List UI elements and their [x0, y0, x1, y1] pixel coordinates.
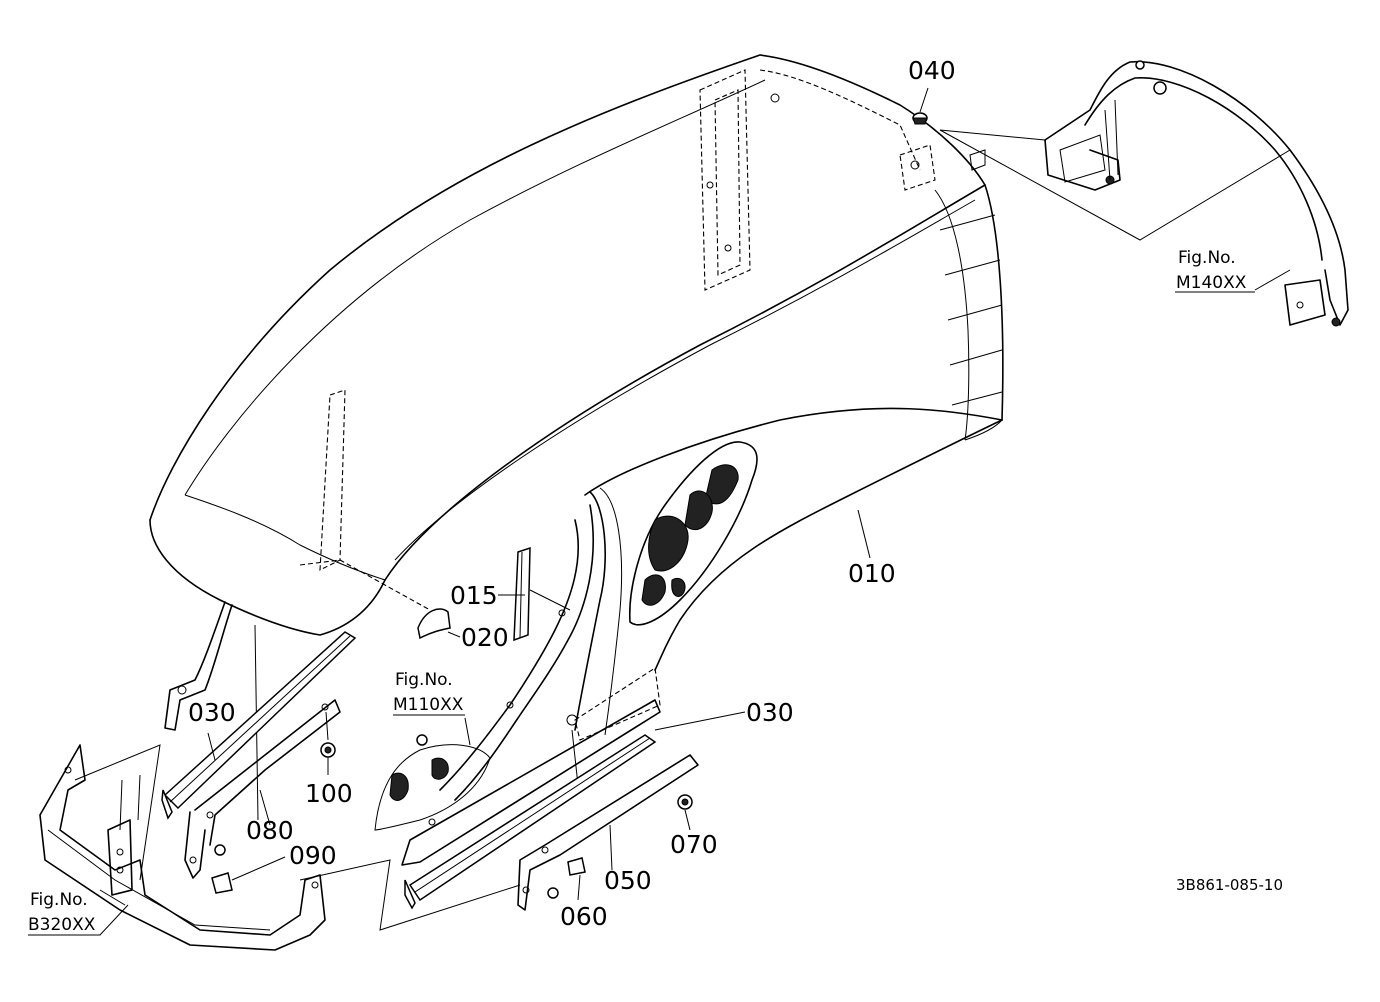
bracket-050	[401, 699, 699, 911]
reference-lines	[74, 129, 1291, 931]
rail-030-left	[161, 631, 357, 820]
bolt-090	[211, 844, 233, 894]
bonnet-hood	[149, 54, 1004, 736]
rail-030-right	[404, 734, 657, 910]
label-030-right: 030	[746, 698, 794, 727]
rear-hinge-frame	[1044, 60, 1349, 327]
inner-frame-rear	[299, 69, 921, 611]
label-040: 040	[908, 56, 956, 85]
label-030-left: 030	[188, 698, 236, 727]
bolt-060	[547, 857, 586, 899]
label-090: 090	[289, 841, 337, 870]
drawing-code: 3B861-085-10	[1176, 876, 1283, 894]
label-080: 080	[246, 816, 294, 845]
label-100: 100	[305, 779, 353, 808]
bracket-080	[184, 699, 341, 879]
bolt-100	[320, 711, 336, 758]
label-020: 020	[461, 623, 509, 652]
clip-020	[417, 608, 451, 640]
label-010: 010	[848, 559, 896, 588]
side-grille	[628, 441, 758, 626]
seal-strip-015	[513, 546, 531, 642]
label-070: 070	[670, 830, 718, 859]
ref-m140-line2: M140XX	[1176, 273, 1247, 293]
label-060: 060	[560, 902, 608, 931]
grommet-040	[910, 112, 928, 170]
label-050: 050	[604, 866, 652, 895]
ref-b320-line2: B320XX	[28, 915, 96, 935]
right-support-stay	[439, 504, 594, 801]
ref-b320-line1: Fig.No.	[30, 890, 88, 910]
grille-panel-m110	[374, 734, 491, 831]
ref-m110-line2: M110XX	[393, 695, 464, 715]
ref-m140-line1: Fig.No.	[1178, 248, 1236, 268]
bolt-070	[677, 794, 693, 810]
ref-m110-line1: Fig.No.	[395, 670, 453, 690]
label-015: 015	[450, 581, 498, 610]
leader-lines	[28, 87, 1291, 936]
front-lower-frame	[39, 744, 326, 951]
rear-lower-bracket	[566, 667, 661, 786]
